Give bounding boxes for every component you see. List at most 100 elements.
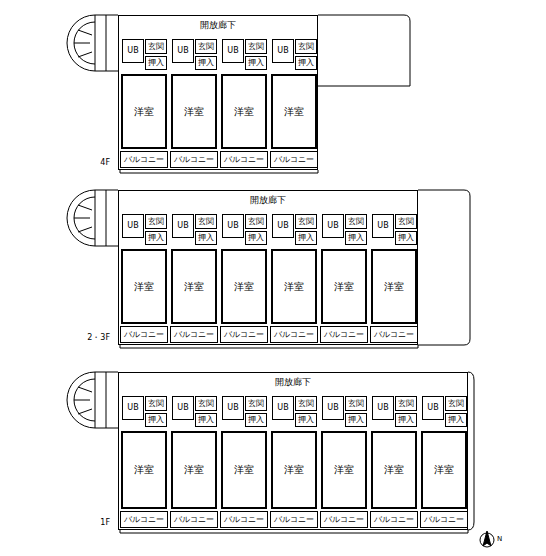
closet: 押入 [345,413,367,427]
balcony-label: バルコニー [324,331,364,339]
entrance-label: 玄関 [348,400,364,408]
balcony: バルコニー [170,511,218,528]
closet-label: 押入 [198,59,214,67]
closet-label: 押入 [448,416,464,424]
entrance: 玄関 [445,396,467,411]
entrance-label: 玄関 [348,218,364,226]
balcony: バルコニー [120,326,168,343]
closet: 押入 [395,413,417,427]
unit-bath: UB [272,214,294,238]
unit-bath-label: UB [227,222,238,230]
entrance: 玄関 [345,214,367,229]
western-room: 洋室 [171,431,217,509]
unit-bath-label: UB [177,404,188,412]
entrance: 玄関 [395,396,417,411]
entrance-label: 玄関 [398,400,414,408]
closet-label: 押入 [248,234,264,242]
western-room-label: 洋室 [134,107,154,117]
closet: 押入 [345,231,367,245]
floor-label: 4F [99,159,111,167]
western-room: 洋室 [271,74,317,149]
western-room: 洋室 [171,74,217,149]
western-room-label: 洋室 [284,282,304,292]
entrance: 玄関 [295,214,317,229]
entrance-label: 玄関 [148,218,164,226]
stair [67,15,118,71]
western-room: 洋室 [371,249,417,324]
closet: 押入 [195,231,217,245]
unit-bath: UB [172,214,194,238]
closet-label: 押入 [248,416,264,424]
unit-bath: UB [222,396,244,420]
closet-label: 押入 [398,416,414,424]
entrance: 玄関 [345,396,367,411]
balcony-label: バルコニー [124,156,164,164]
terrace [418,190,470,345]
western-room-label: 洋室 [184,282,204,292]
closet-label: 押入 [298,234,314,242]
balcony-label: バルコニー [324,516,364,524]
western-room-label: 洋室 [384,465,404,475]
entrance: 玄関 [195,39,217,54]
closet: 押入 [195,56,217,70]
balcony: バルコニー [220,511,268,528]
western-room-label: 洋室 [184,465,204,475]
entrance-label: 玄関 [398,218,414,226]
unit-bath: UB [122,39,144,63]
unit-bath-label: UB [177,222,188,230]
balcony-label: バルコニー [174,156,214,164]
western-room: 洋室 [271,249,317,324]
closet: 押入 [145,231,167,245]
unit-bath: UB [372,214,394,238]
unit-bath: UB [322,396,344,420]
entrance-label: 玄関 [448,400,464,408]
balcony-label: バルコニー [374,516,414,524]
entrance: 玄関 [245,39,267,54]
western-room-label: 洋室 [284,107,304,117]
closet-label: 押入 [198,416,214,424]
closet-label: 押入 [148,234,164,242]
balcony: バルコニー [270,511,318,528]
balcony: バルコニー [370,326,418,343]
unit-bath-label: UB [227,47,238,55]
unit-bath-label: UB [127,404,138,412]
closet: 押入 [145,56,167,70]
closet: 押入 [295,231,317,245]
unit-bath-label: UB [127,222,138,230]
western-room: 洋室 [421,431,467,509]
stair [67,372,118,428]
balcony: バルコニー [370,511,418,528]
stair-steps [74,190,106,246]
western-room: 洋室 [321,431,367,509]
unit-bath: UB [122,214,144,238]
closet-label: 押入 [298,416,314,424]
unit-bath-label: UB [277,404,288,412]
balcony: バルコニー [170,151,218,168]
balcony-label: バルコニー [174,331,214,339]
unit-bath-label: UB [427,404,438,412]
unit-bath-label: UB [277,47,288,55]
western-room-label: 洋室 [134,282,154,292]
stair [67,190,118,246]
western-room: 洋室 [121,74,167,149]
floor-plan: 開放廊下4F玄関UB押入洋室バルコニー玄関UB押入洋室バルコニー玄関UB押入洋室… [118,15,318,170]
western-room-label: 洋室 [434,465,454,475]
balcony-label: バルコニー [224,516,264,524]
floor-plan: 開放廊下1F玄関UB押入洋室バルコニー玄関UB押入洋室バルコニー玄関UB押入洋室… [118,372,468,530]
balcony: バルコニー [220,151,268,168]
balcony: バルコニー [320,511,368,528]
floor-label: 1F [99,519,111,527]
corridor-label: 開放廊下 [274,378,312,387]
western-room: 洋室 [371,431,417,509]
stair-steps [74,372,106,428]
western-room: 洋室 [221,74,267,149]
closet: 押入 [245,413,267,427]
entrance: 玄関 [245,396,267,411]
balcony-label: バルコニー [124,516,164,524]
entrance-label: 玄関 [298,400,314,408]
entrance: 玄関 [195,396,217,411]
balcony: バルコニー [220,326,268,343]
western-room: 洋室 [121,249,167,324]
closet: 押入 [195,413,217,427]
unit-bath-label: UB [327,222,338,230]
